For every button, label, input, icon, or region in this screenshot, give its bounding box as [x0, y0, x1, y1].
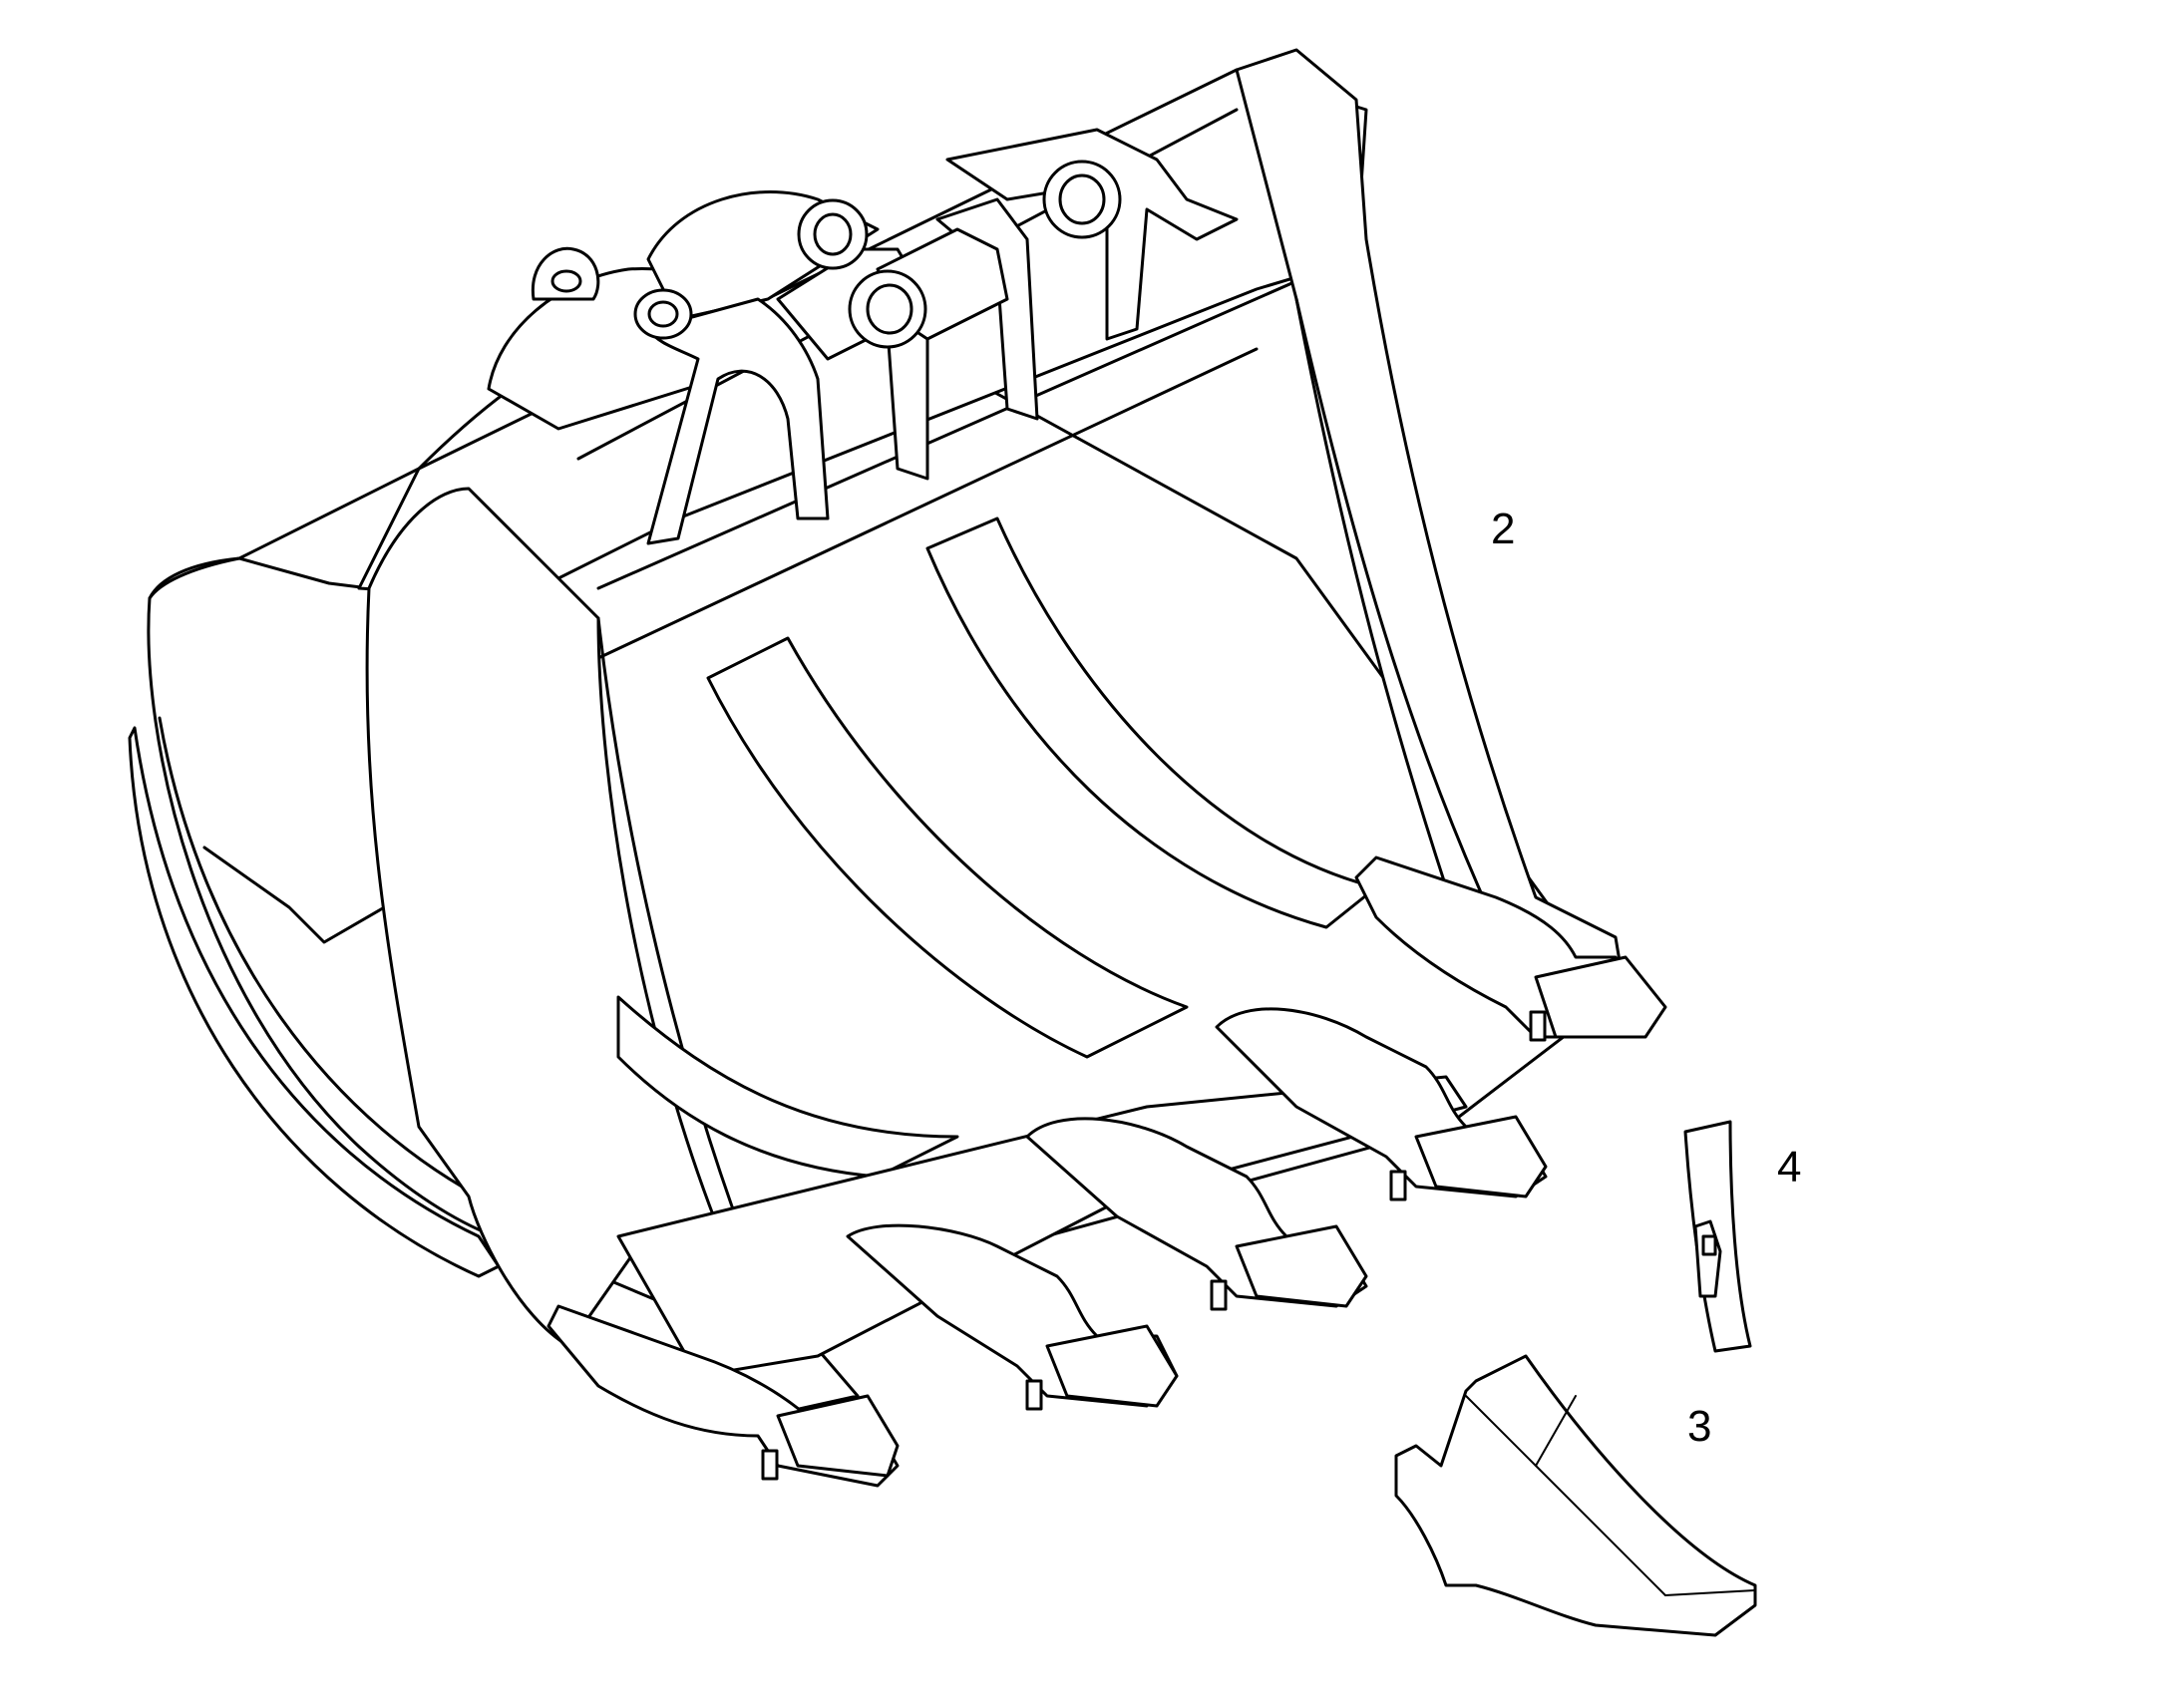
tooth-tip-body — [1394, 1354, 1757, 1637]
beam-front-edge — [596, 257, 1348, 590]
bucket-teeth — [546, 855, 1667, 1488]
shell-wear-strip — [128, 726, 501, 1278]
pivot-boss-left-hole — [866, 283, 913, 335]
pivot-boss-right-hole — [1058, 173, 1106, 225]
retainer-pin — [1683, 1120, 1752, 1353]
tooth-3 — [1025, 1117, 1368, 1311]
callout-3: 3 — [1687, 1402, 1711, 1451]
side-arm-right-inner — [1294, 297, 1508, 949]
shell-inner-curve — [158, 716, 511, 1213]
tooth-tip — [1394, 1354, 1757, 1637]
retainer-pin-tab — [1701, 1234, 1717, 1256]
tooth-1 — [546, 1304, 900, 1488]
lifting-eye-hole — [550, 269, 582, 293]
tooth-4 — [1215, 1007, 1548, 1201]
rib-plate-center — [706, 636, 1189, 1059]
callout-2: 2 — [1491, 505, 1515, 553]
tooth-tip-facet — [1535, 1395, 1577, 1467]
side-pin-hole — [647, 300, 679, 328]
rib-plate-left — [616, 995, 959, 1179]
shell-side-plate — [148, 556, 371, 600]
tooth-5 — [1354, 855, 1667, 1042]
lug-left-fork — [646, 297, 830, 545]
tooth-2 — [846, 1223, 1179, 1411]
retainer-pin-body — [1683, 1120, 1752, 1353]
tooth-tip-edge — [1664, 1589, 1756, 1596]
shell-left-edge — [202, 846, 421, 944]
rib-plate-right — [925, 516, 1378, 929]
pivot-boss-upper-hole — [813, 212, 853, 256]
rock-bucket — [128, 48, 1628, 1418]
callout-4: 4 — [1777, 1143, 1801, 1192]
beam-lower-edge — [596, 347, 1259, 660]
side-arm-left-inner — [596, 616, 760, 1278]
